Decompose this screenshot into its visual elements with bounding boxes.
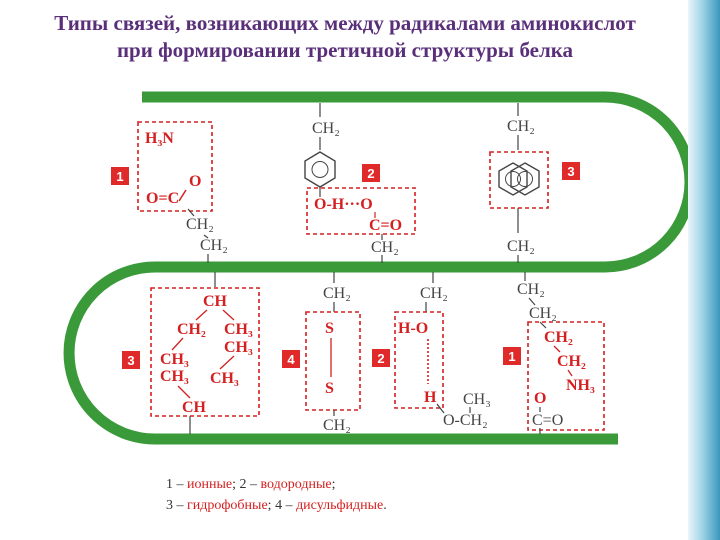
bond-box-hydrophobic-bottom — [150, 287, 260, 417]
svg-text:3: 3 — [127, 353, 134, 368]
amine-group: H₃N — [145, 130, 174, 147]
chain-ch2: CH₂ — [529, 305, 557, 322]
protein-tertiary-structure-diagram: 1 H₃N O O=C CH₂ CH₂ CH₂ 2 O-H···O C=O CH… — [63, 91, 688, 445]
oxygen-atom: O — [534, 390, 546, 407]
legend-hydrogen: водородные — [260, 477, 332, 492]
ether-group: O-CH₂ — [443, 412, 488, 429]
carbonyl-group: O=C — [146, 190, 179, 207]
methylene-group: CH₂ — [544, 329, 573, 346]
methyl-group: CH₃ — [463, 391, 491, 408]
benzene-ring — [304, 151, 336, 188]
methylene-group: CH₂ — [557, 353, 586, 370]
methyl-group: CH₃ — [224, 339, 253, 356]
legend: 1 – ионные; 2 – водородные; 3 – гидрофоб… — [166, 474, 387, 516]
bond-box-ionic-top — [137, 121, 213, 212]
methyl-group: CH₃ — [160, 368, 189, 385]
legend-number: 2 – — [239, 477, 261, 492]
decorative-side-strip — [688, 0, 720, 540]
hydrogen-atom: H — [424, 389, 437, 406]
sulfur-atom: S — [325, 380, 334, 397]
methyl-group: CH₃ — [160, 351, 189, 368]
methine-group: CH — [182, 399, 207, 416]
bond-box-ionic-bottom — [527, 321, 605, 431]
bond-number-badge: 1 — [111, 167, 129, 185]
bond-number-badge: 4 — [282, 350, 300, 368]
title-line-1: Типы связей, возникающих между радикалам… — [54, 11, 636, 35]
legend-number: 4 – — [275, 498, 297, 513]
chain-ch2: CH₂ — [323, 417, 351, 434]
svg-text:2: 2 — [367, 166, 374, 181]
svg-text:2: 2 — [377, 351, 384, 366]
chain-ch2: CH₂ — [323, 285, 351, 302]
svg-text:3: 3 — [567, 164, 574, 179]
legend-number: 1 – — [166, 477, 187, 492]
title-line-2: при формировании третичной структуры бел… — [116, 38, 574, 62]
methine-group: CH — [203, 293, 228, 310]
hydroxyl-group: H-O — [398, 320, 428, 337]
sulfur-atom: S — [325, 320, 334, 337]
legend-separator: ; — [232, 477, 240, 492]
carbonyl-group: C=O — [532, 412, 563, 429]
bond-box-hydrogen-bottom — [394, 311, 444, 409]
svg-text:1: 1 — [116, 169, 123, 184]
polypeptide-chain — [63, 91, 688, 445]
bond-box-hydrophobic-top — [489, 151, 549, 209]
methyl-group: CH₃ — [210, 370, 239, 387]
bond-number-badge: 3 — [562, 162, 580, 180]
legend-disulfide: дисульфидные — [296, 498, 384, 513]
carbonyl-group: C=O — [369, 217, 402, 234]
legend-separator: ; — [267, 498, 276, 513]
chain-ch2: CH₂ — [186, 216, 214, 233]
legend-hydrophobic: гидрофобные — [187, 498, 268, 513]
legend-ionic: ионные — [187, 477, 233, 492]
legend-separator: ; — [331, 477, 336, 492]
methylene-group: CH₂ — [177, 321, 206, 338]
chain-ch2: CH₂ — [507, 118, 535, 135]
bond-number-badge: 3 — [122, 351, 140, 369]
stacked-aromatic-rings — [498, 162, 540, 196]
methyl-group: CH₃ — [224, 321, 253, 338]
chain-ch2: CH₂ — [507, 238, 535, 255]
bond-number-badge: 2 — [372, 349, 390, 367]
chain-ch2: CH₂ — [312, 120, 340, 137]
bond-box-disulfide — [305, 311, 361, 411]
page-title: Типы связей, возникающих между радикалам… — [0, 10, 690, 64]
svg-text:1: 1 — [508, 349, 515, 364]
chain-ch2: CH₂ — [420, 285, 448, 302]
chain-ch2: CH₂ — [517, 281, 545, 298]
oxygen-atom: O — [189, 173, 201, 190]
bond-number-badge: 2 — [362, 164, 380, 182]
chain-ch2: CH₂ — [371, 239, 399, 256]
legend-separator: . — [383, 498, 387, 513]
hydroxyl-hydrogen-bond: O-H···O — [314, 196, 373, 213]
bond-number-badge: 1 — [503, 347, 521, 365]
legend-row-2: 3 – гидрофобные; 4 – дисульфидные. — [166, 495, 387, 516]
chain-ch2: CH₂ — [200, 237, 228, 254]
legend-row-1: 1 – ионные; 2 – водородные; — [166, 474, 387, 495]
svg-text:4: 4 — [287, 352, 295, 367]
ammonium-group: NH₃ — [566, 377, 595, 394]
legend-number: 3 – — [166, 498, 187, 513]
